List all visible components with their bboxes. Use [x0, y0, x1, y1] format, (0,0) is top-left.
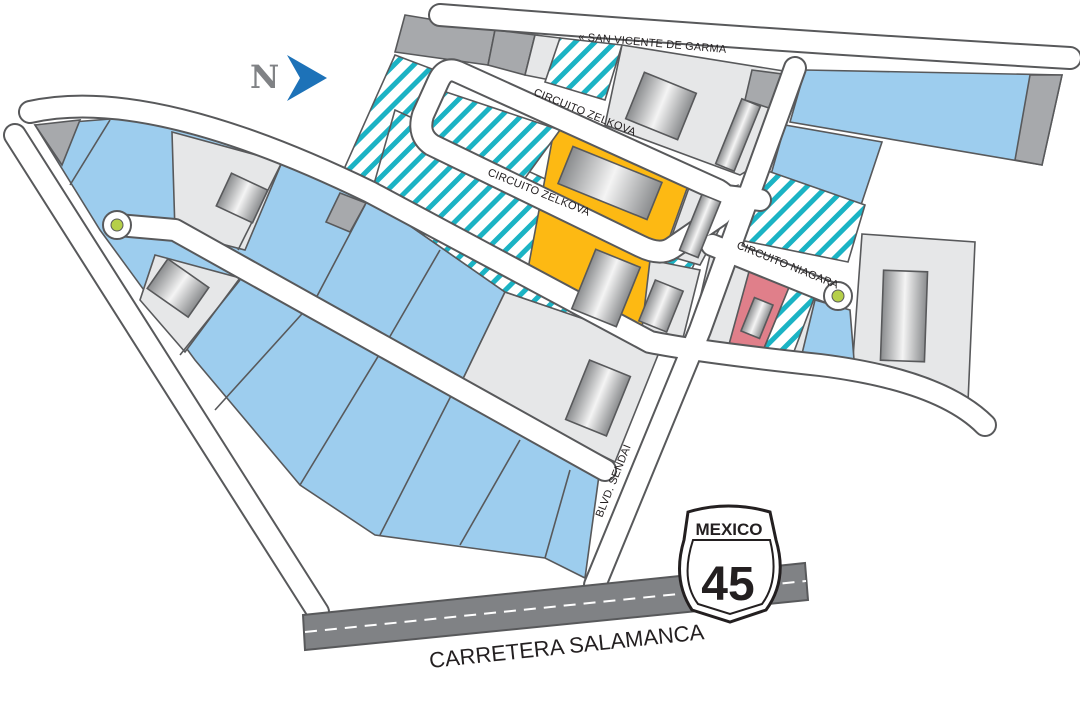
roads — [3, 3, 1080, 624]
buildings — [146, 71, 929, 437]
north-letter: N — [250, 58, 279, 96]
highway-shield: MEXICO 45 — [678, 504, 782, 624]
north-compass: N — [250, 55, 327, 101]
north-arrow-icon — [287, 55, 327, 101]
shield-country: MEXICO — [695, 520, 762, 539]
shield-number: 45 — [701, 558, 754, 611]
